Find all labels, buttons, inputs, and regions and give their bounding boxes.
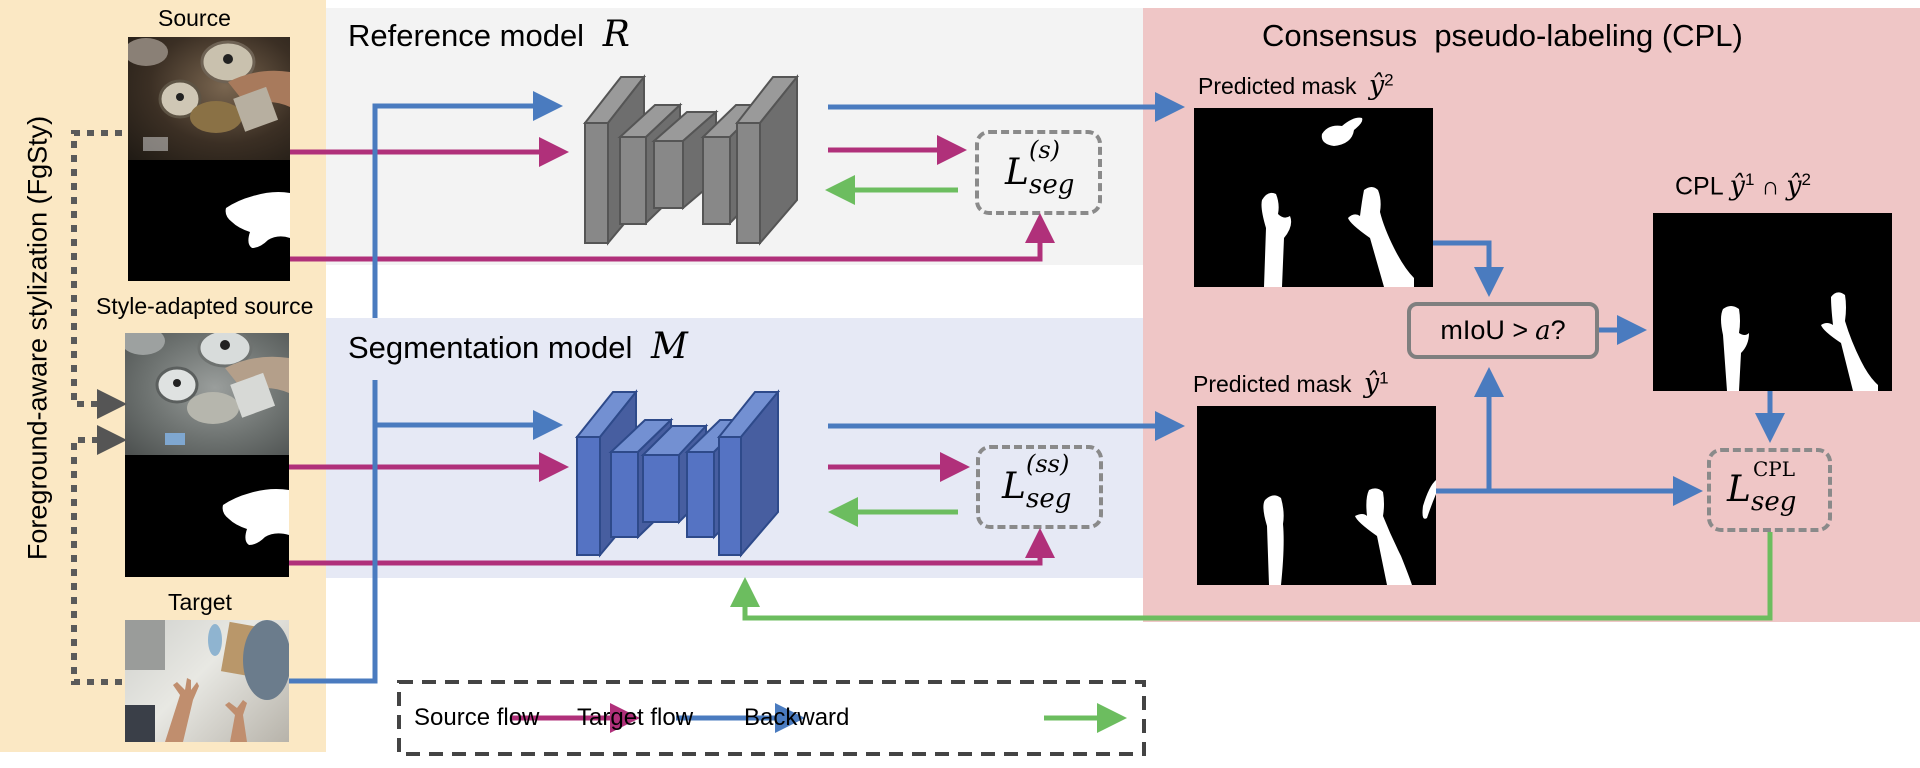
legend-box [397,680,1146,756]
target-upper-trunk [372,91,563,318]
source-flow-arrows [289,135,1055,566]
legend-target-flow-label: Target flow [577,704,694,731]
predicted-mask-2-symbol: ŷ [1368,70,1385,101]
predicted-mask-1-symbol: ŷ [1363,368,1380,399]
miou-decision-text: mIoU > [1440,315,1529,345]
source-mask [128,160,290,281]
legend-backward-label: Backward [744,704,850,731]
predicted-mask-1-text: Predicted mask [1193,371,1352,397]
source-image [128,37,290,160]
cpl-mask-graphic [1721,292,1878,391]
predicted-mask-1-image [1197,406,1436,585]
reference-model-title-text: Reference model [348,18,585,53]
target-image [125,620,289,742]
style-mask-to-loss-ss-arrow [289,528,1055,566]
reference-model-network [582,74,800,246]
cpl-mask-image [1653,213,1892,391]
predicted-mask-2-label: Predicted mask ŷ2 [1198,70,1394,101]
fgsty-dotted-target [71,425,127,685]
source-mask-graphic [225,192,290,248]
loss-s-base: L [1005,152,1029,193]
loss-s-sub: seg [1029,170,1075,200]
loss-ss-sup: (ss) [1026,450,1070,478]
cpl-expr-b-sup: 2 [1801,170,1812,189]
loss-ss-base: L [1002,466,1026,507]
predicted-mask-1-label: Predicted mask ŷ1 [1193,368,1389,399]
cpl-expr-b: ŷ [1786,170,1802,202]
loss-cpl-backward-arrow [730,532,1773,621]
predicted-mask-2-image [1194,108,1433,287]
style-adapted-image [125,333,289,455]
target-image-graphic [125,620,289,742]
fgsty-dotted-source [71,130,127,419]
reference-model-title: Reference model R [348,14,630,55]
source-label: Source [158,5,231,31]
fgsty-dotted-connectors [71,130,127,685]
loss-ss-sub: seg [1026,484,1072,514]
loss-ss-box [976,445,1103,529]
cpl-expr-a-sup: 1 [1744,170,1755,189]
loss-cpl-box [1707,448,1832,532]
loss-cpl-sup: CPL [1753,457,1796,481]
cpl-mask-label: CPL ŷ1 ∩ ŷ2 [1675,170,1811,201]
backward-arrows [730,175,1773,621]
loss-cpl-sub: seg [1751,487,1797,517]
miou-decision-suffix: ? [1550,315,1566,345]
mask2-to-decision-arrow [1433,240,1504,297]
source-image-graphic [128,38,290,151]
loss-cpl-label: L CPL seg [1707,455,1832,525]
loss-s-label: L (s) seg [975,136,1102,208]
predicted-mask-2-graphic [1261,117,1414,287]
source-mask-to-loss-s-arrow [290,213,1055,262]
style-adapted-image-graphic [125,333,289,445]
loss-ss-label: L (ss) seg [976,450,1103,522]
segmentation-model-title-text: Segmentation model [348,330,633,365]
cpl-title: Consensus pseudo-labeling (CPL) [1262,18,1743,53]
target-trunk-line [289,380,378,684]
loss-s-box [975,130,1102,215]
loss-cpl-base: L [1727,469,1751,510]
loss-s-sup: (s) [1029,136,1061,164]
cpl-mask-label-text: CPL [1675,172,1723,201]
predicted-mask-2-text: Predicted mask [1198,73,1357,99]
style-adapted-mask [125,455,289,577]
style-adapted-mask-graphic [222,489,289,545]
mask1-to-decision-arrow [1436,367,1504,494]
legend-source-flow-label: Source flow [414,704,540,731]
cpl-expr-a: ŷ [1729,170,1745,202]
segmentation-model-symbol: M [650,326,688,367]
predicted-mask-1-graphic [1263,480,1436,585]
segmentation-model-title: Segmentation model M [348,326,688,367]
reference-model-symbol: R [602,14,630,55]
target-label: Target [168,589,232,615]
predicted-mask-1-sup: 1 [1379,368,1389,388]
segmentation-model-network [574,389,781,558]
predicted-mask-2-sup: 2 [1384,70,1394,90]
target-flow-arrows [289,91,1785,684]
style-adapted-label: Style-adapted source [96,293,314,319]
miou-decision-box: mIoU > a ? [1407,302,1599,359]
cpl-expr-op: ∩ [1761,172,1780,201]
miou-threshold-symbol: a [1535,315,1551,346]
